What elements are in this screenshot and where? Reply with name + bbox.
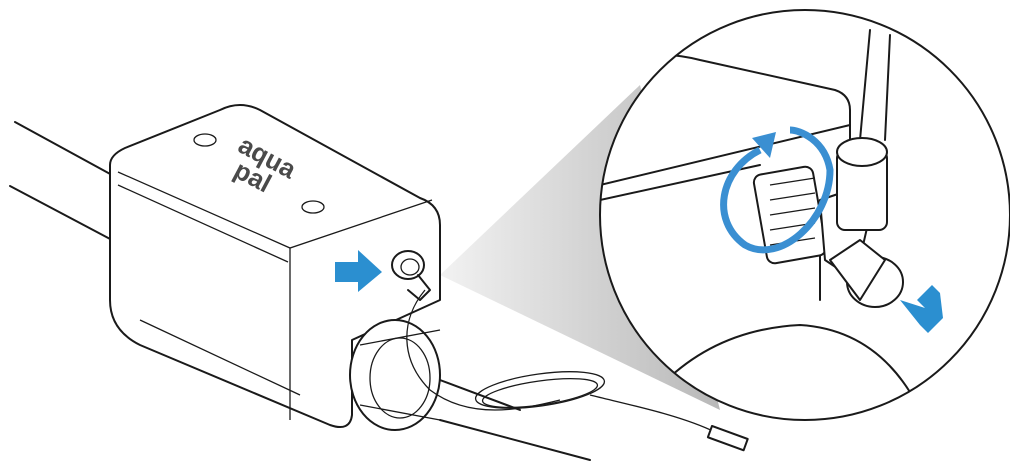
blue-arrow-icon xyxy=(335,250,382,292)
pipe xyxy=(9,121,591,461)
usb-plug-icon xyxy=(706,425,749,452)
pipe-fitting-nut xyxy=(349,319,441,431)
sensor-port xyxy=(391,250,431,301)
rotate-arrow-icon xyxy=(720,126,834,254)
blue-arrow-icon xyxy=(900,285,943,333)
cable xyxy=(406,289,749,452)
device-body: aqua pal xyxy=(109,104,441,428)
magnified-detail xyxy=(599,9,1010,421)
